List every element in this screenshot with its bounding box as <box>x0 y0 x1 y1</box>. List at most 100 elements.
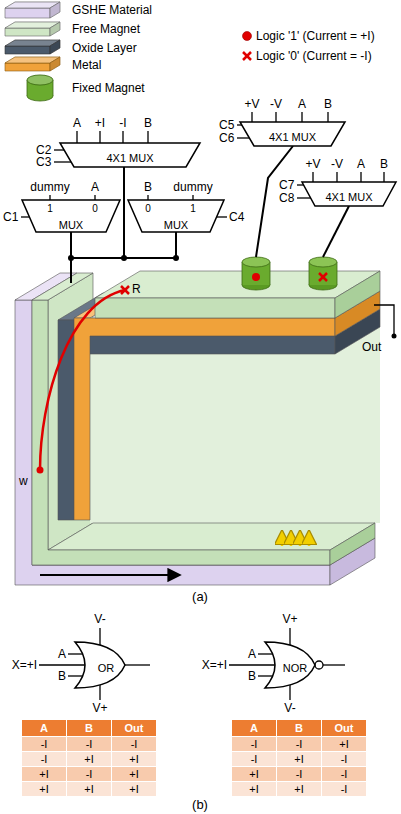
illustration-part <box>147 131 148 143</box>
shape-outline <box>302 182 396 206</box>
table-cell: +I <box>22 767 66 781</box>
illustration-part <box>290 532 293 546</box>
table-header: Out <box>322 720 366 736</box>
table-header: A <box>22 720 66 736</box>
signal-label: V- <box>94 612 105 626</box>
legend-swatch <box>5 40 60 54</box>
shape-outline <box>60 143 200 167</box>
illustration-part <box>95 298 335 318</box>
signal-label: (b) <box>192 798 208 812</box>
nor-gate: NOR <box>265 642 315 688</box>
illustration-part <box>50 2 60 18</box>
signal-label: V- <box>284 701 295 715</box>
illustration-part <box>5 46 50 54</box>
illustration-part <box>125 664 150 665</box>
signal-label: R <box>132 282 141 296</box>
illustration-part <box>121 286 129 294</box>
illustration-part <box>99 685 100 700</box>
signal-label: +I <box>95 116 105 130</box>
table-cell: -I <box>277 767 321 781</box>
signal-label: 0 <box>145 202 151 216</box>
logic-marks <box>243 32 252 61</box>
signal-label: C2 <box>36 143 51 157</box>
illustration-part <box>392 334 397 339</box>
shape-outline <box>75 642 125 688</box>
table-cell: -I <box>322 782 366 796</box>
signal-label: C5 <box>219 118 234 132</box>
table-header: Out <box>112 720 156 736</box>
illustration-part <box>50 2 60 18</box>
illustration-part <box>243 52 251 60</box>
illustration-part <box>58 320 335 520</box>
illustration-part <box>40 290 125 470</box>
node-text: NOR <box>283 661 307 675</box>
node-text: 4X1 MUX <box>269 130 316 144</box>
legend-swatch <box>5 2 60 18</box>
signal-label: B <box>324 97 332 111</box>
table-cell: -I <box>22 737 66 751</box>
illustration-part <box>301 112 302 122</box>
illustration-part <box>68 255 74 261</box>
table-header: A <box>232 720 276 736</box>
table-header: B <box>277 720 321 736</box>
wires <box>21 112 394 336</box>
illustration-part <box>309 262 310 285</box>
signal-label: A <box>73 116 81 130</box>
table-cell: +I <box>112 767 156 781</box>
table-header: B <box>67 720 111 736</box>
table-cell: -I <box>277 737 321 751</box>
illustration-part <box>50 40 60 54</box>
illustration-part <box>90 327 380 523</box>
illustration-part <box>70 258 72 283</box>
illustration-part <box>243 32 252 41</box>
illustration-part <box>315 661 323 669</box>
shape-outline <box>22 200 120 232</box>
illustration-part <box>5 8 50 18</box>
node-text: OR <box>98 661 115 675</box>
legend-text: Logic '1' (Current = +I) <box>256 29 375 43</box>
node-text: 4X1 MUX <box>325 190 372 204</box>
table-cell: +I <box>112 752 156 766</box>
illustration-part <box>336 172 337 182</box>
legend-text: Logic '0' (Current = -I) <box>256 49 372 63</box>
shape-outline <box>128 200 224 232</box>
table-cell: +I <box>232 767 276 781</box>
signal-label: (a) <box>192 590 208 604</box>
table-cell: +I <box>277 752 321 766</box>
illustration-part <box>251 112 252 122</box>
illustration-part <box>99 131 100 143</box>
illustration-part <box>323 206 349 257</box>
illustration-part <box>337 262 338 285</box>
illustration-part <box>50 40 60 54</box>
mux-4x1: 4X1 MUX <box>60 143 200 167</box>
signal-label: B <box>144 116 152 130</box>
illustration-part <box>121 255 127 261</box>
illustration-part <box>309 257 337 267</box>
table-cell: -I <box>67 737 111 751</box>
table-cell: +I <box>67 782 111 796</box>
signal-label: 0 <box>92 202 98 216</box>
magnet-states <box>252 273 327 281</box>
illustration-part <box>74 318 335 520</box>
signal-label: C3 <box>36 155 51 169</box>
table-cell: +I <box>277 782 321 796</box>
signal-label: B <box>144 180 152 194</box>
illustration-part <box>258 653 273 654</box>
table-cell: +I <box>67 752 111 766</box>
illustration-part <box>76 131 77 143</box>
illustration-part <box>37 467 44 474</box>
signal-label: C8 <box>279 191 294 205</box>
table-cell: +I <box>322 737 366 751</box>
node-text: MUX <box>59 218 83 232</box>
signal-label: C6 <box>219 131 234 145</box>
legend-swatch <box>27 75 53 101</box>
illustration-part <box>289 685 290 700</box>
table-cell: -I <box>232 737 276 751</box>
illustration-part <box>383 172 384 182</box>
gshe-device <box>15 271 380 585</box>
signal-label: A <box>357 157 365 171</box>
table-cell: +I <box>112 782 156 796</box>
signal-label: +V <box>244 97 259 111</box>
shape-outline <box>240 122 345 146</box>
